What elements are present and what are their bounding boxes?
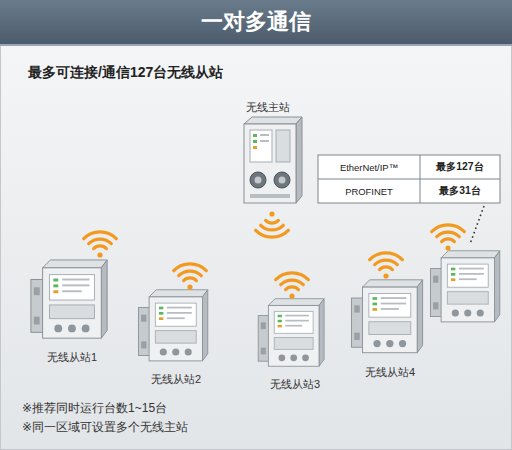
station: 无线从站1: [45, 349, 99, 366]
station-label: 无线主站: [246, 100, 290, 115]
leader-line: [470, 206, 484, 244]
wifi-symbol: [256, 211, 289, 237]
slave-device: [258, 299, 324, 367]
subtitle: 最多可连接/通信127台无线从站: [28, 64, 223, 82]
title-band: [0, 0, 512, 44]
station-label: 无线从站2: [151, 372, 201, 387]
table-rule: [318, 179, 500, 180]
table-cell: EtherNet/IP™: [318, 155, 420, 179]
master-device: [244, 117, 302, 203]
wifi-symbol: [276, 273, 309, 299]
table-frame: [318, 155, 500, 203]
note: ※推荐同时运行台数1~15台: [22, 400, 167, 417]
station-label: 无线从站1: [47, 350, 97, 365]
station: 无线从站3: [268, 376, 322, 393]
wifi-symbol: [432, 225, 465, 251]
station-label: 无线从站3: [270, 377, 320, 392]
slave-device: [352, 280, 423, 353]
slave-device: [430, 251, 499, 322]
station: 无线主站: [244, 99, 292, 116]
note: ※同一区域可设置多个无线主站: [22, 419, 188, 436]
table-cell: 最多31台: [420, 179, 500, 203]
wifi-symbol: [370, 253, 403, 279]
band-rule: [0, 44, 512, 46]
table-cell: PROFINET: [318, 179, 420, 203]
slave-device: [31, 260, 107, 338]
title: 一对多通信: [0, 0, 512, 44]
slave-device: [138, 290, 207, 361]
station-label: 无线从站4: [365, 365, 415, 380]
wifi-symbol: [174, 264, 207, 290]
table-cell: 最多127台: [420, 155, 500, 179]
station: 无线从站2: [149, 371, 203, 388]
spec-table: [318, 155, 500, 203]
station: 无线从站4: [363, 364, 417, 381]
wifi-symbol: [84, 232, 117, 258]
